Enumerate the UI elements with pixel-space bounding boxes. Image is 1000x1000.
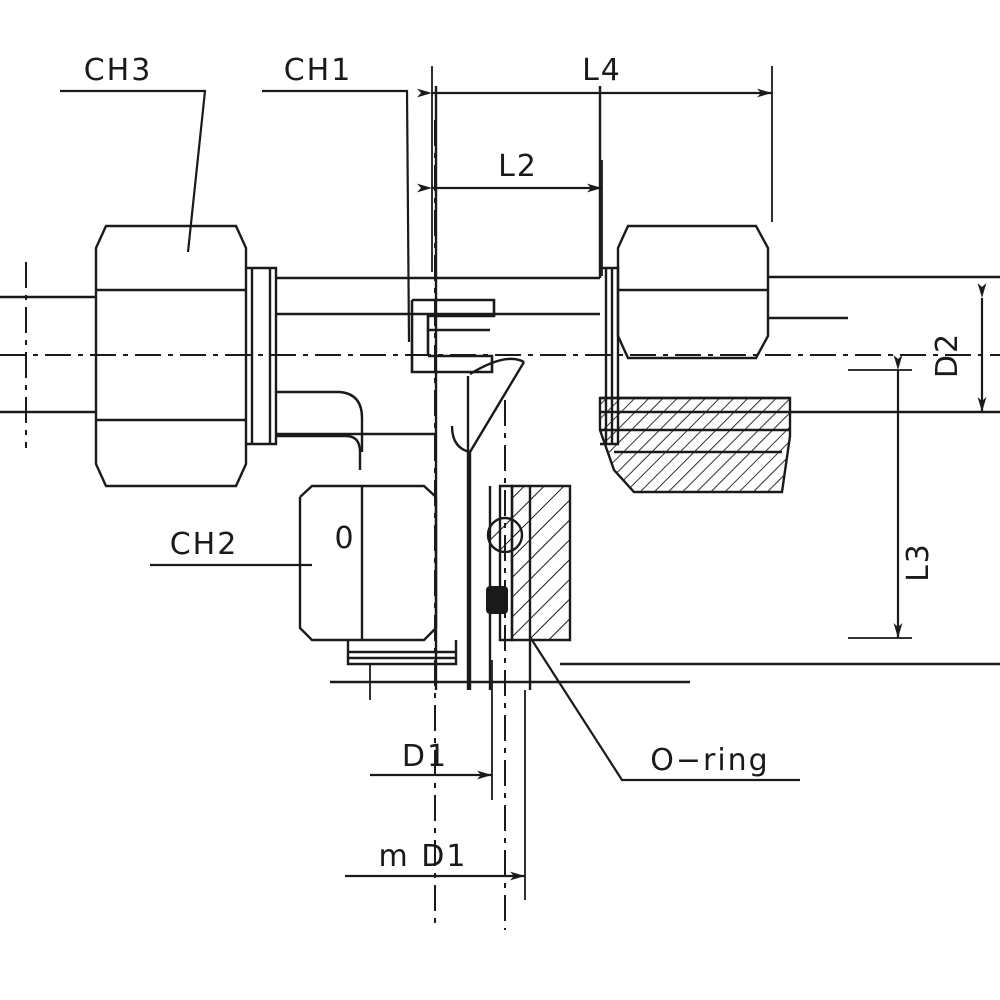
label-d1-lower: m D1 [379, 839, 468, 874]
label-ch1: CH1 [284, 53, 353, 88]
sectioned-thread-sleeve [598, 396, 792, 494]
seal-detail-block [486, 586, 508, 614]
label-l4: L4 [582, 53, 622, 88]
left-tube-stub [0, 295, 97, 414]
label-l3: L3 [901, 542, 936, 582]
label-hex-mark: 0 [334, 521, 355, 556]
label-l2: L2 [498, 149, 538, 184]
extension-lines [369, 66, 1000, 900]
label-ch3: CH3 [84, 53, 153, 88]
centerlines [0, 120, 1000, 930]
text-labels: CH3 CH1 CH2 L4 L2 D2 L3 D1 m D1 O−ring 0 [84, 53, 965, 874]
lower-branch-body [298, 357, 526, 690]
leader-lines [60, 89, 800, 782]
label-oring: O−ring [650, 743, 769, 778]
bottom-base-lines [330, 662, 1000, 684]
label-ch2: CH2 [170, 527, 239, 562]
label-d1-upper: D1 [402, 739, 448, 774]
ch3-leader-line [60, 89, 207, 253]
label-d2: D2 [930, 332, 965, 378]
ch1-leader-line [262, 89, 411, 343]
dimension-lines [345, 88, 987, 881]
oring-leader-line [529, 636, 800, 782]
